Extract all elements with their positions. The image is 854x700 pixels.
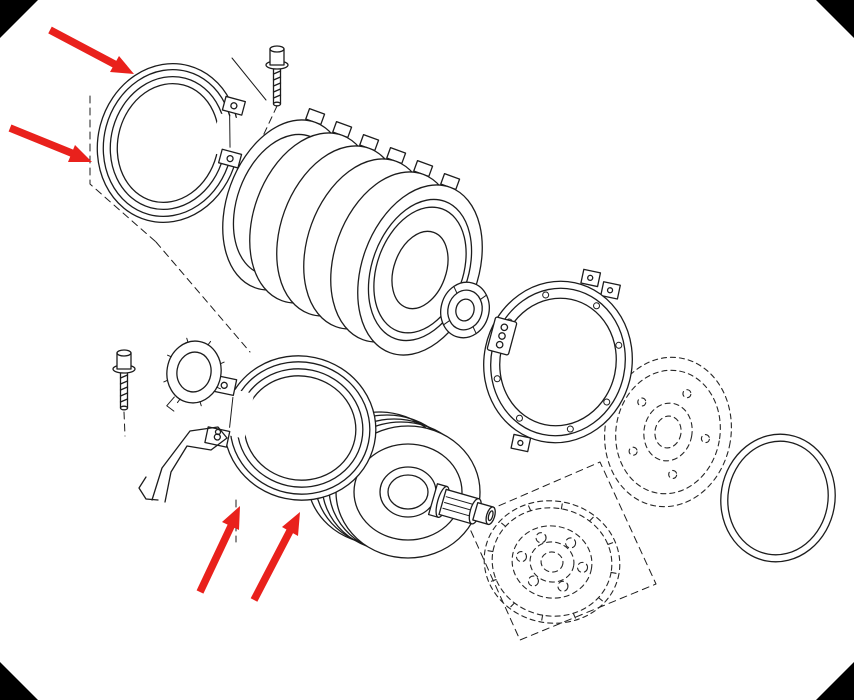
phantom-hub: [483, 500, 621, 624]
pointer-arrow-1: [48, 26, 134, 74]
corner-mark-bottom-right: [816, 662, 854, 700]
drum-shaft: [427, 483, 496, 526]
bolt-upper: [265, 45, 289, 107]
clutch-plate-pack: [222, 107, 483, 356]
lower-brake-band: [204, 355, 377, 501]
corner-mark-top-left: [0, 0, 38, 38]
pointer-arrow-4: [250, 512, 300, 602]
phantom-hub-teeth: [484, 501, 620, 623]
phantom-disc-holes: [628, 389, 710, 480]
anchor-lever: [138, 426, 228, 503]
holed-ring: [483, 268, 633, 453]
washer-scallops: [163, 337, 225, 407]
roller-block: [486, 316, 518, 356]
pointer-arrows: [8, 26, 300, 602]
construction-lines: [89, 57, 657, 641]
phantom-hub-bolt-holes: [515, 532, 589, 592]
corner-mark-bottom-left: [0, 662, 38, 700]
tabbed-washer: [163, 337, 225, 412]
pointer-arrow-2: [8, 124, 92, 162]
pointer-arrow-3: [196, 506, 240, 594]
bolt-lower: [112, 349, 136, 411]
upper-brake-band: [96, 62, 251, 224]
plain-ring: [720, 433, 836, 563]
corner-mark-top-right: [816, 0, 854, 38]
needle-bearing: [440, 281, 490, 339]
